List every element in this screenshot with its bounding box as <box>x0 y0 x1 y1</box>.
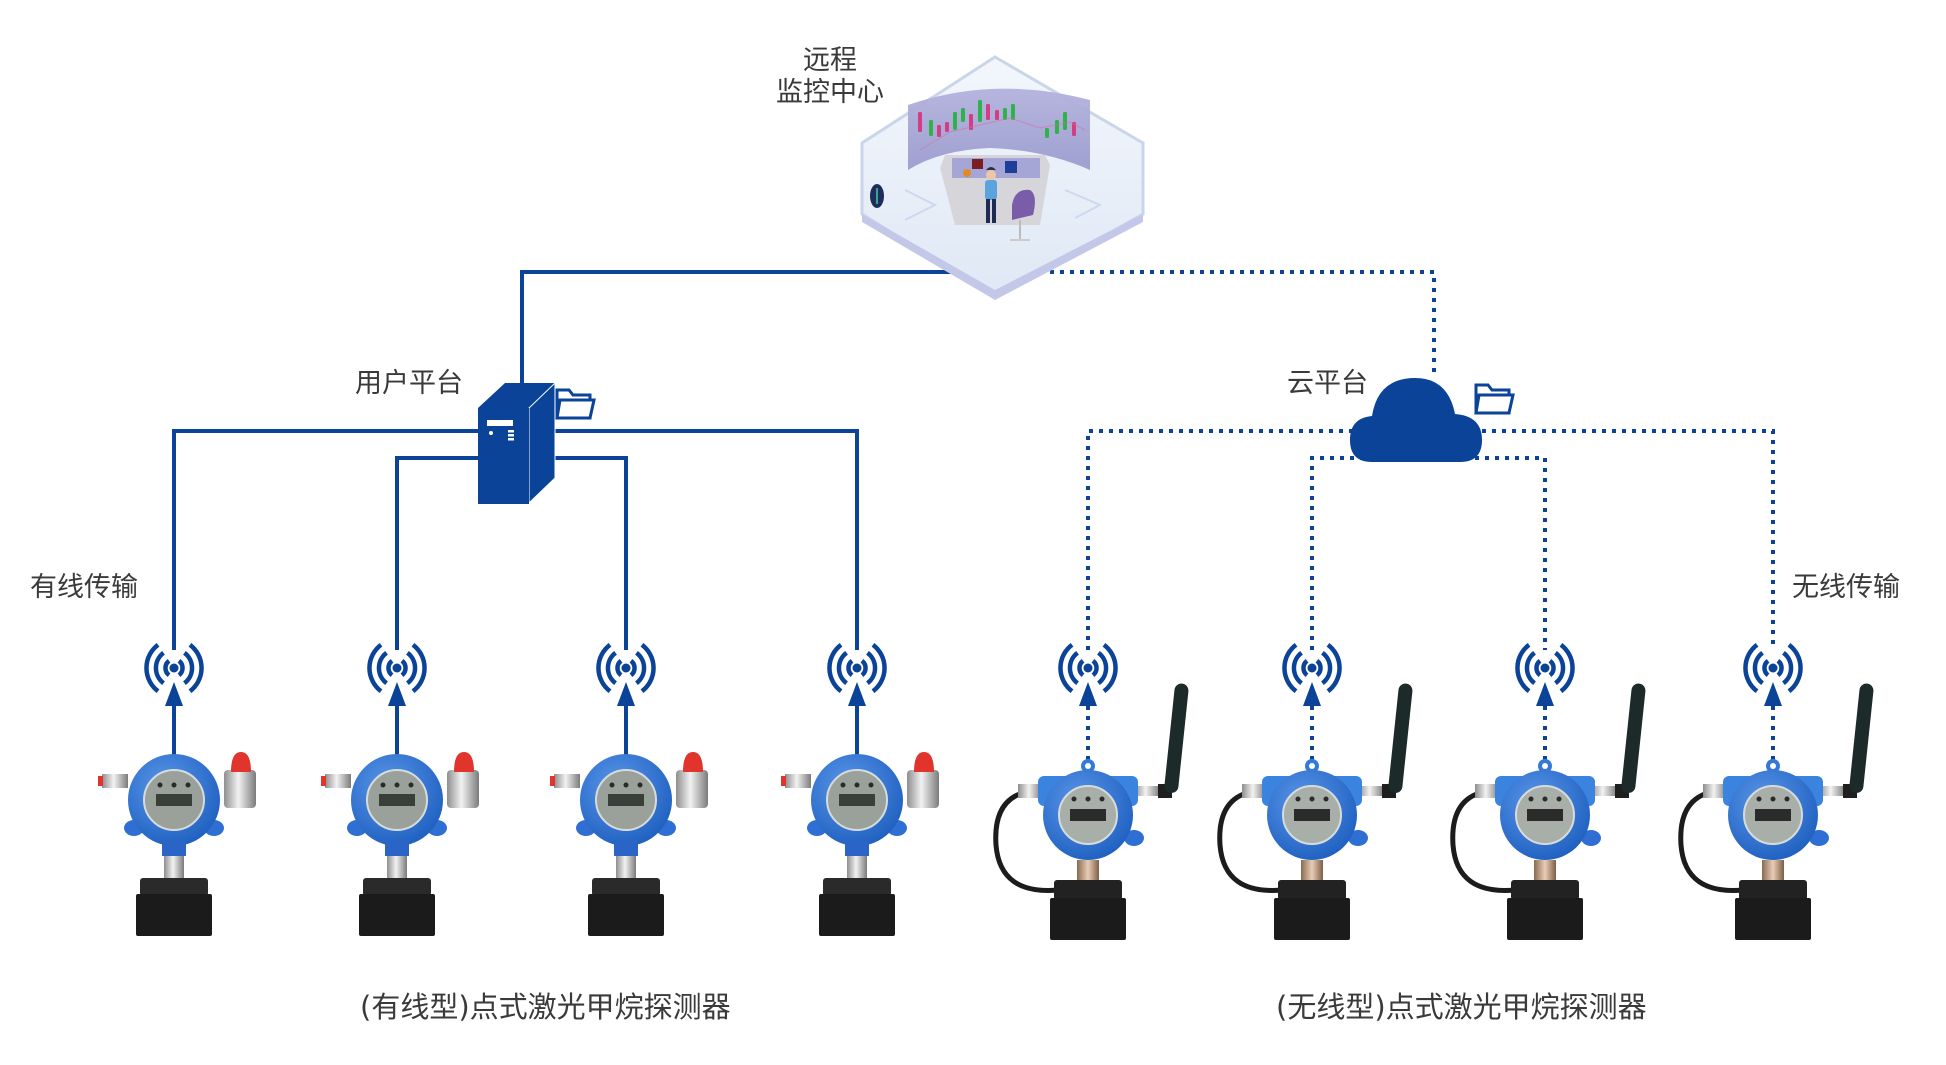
candle-mark <box>953 112 957 130</box>
alarm-lamp-icon <box>676 770 708 808</box>
candle-mark <box>1045 128 1049 138</box>
candle-mark <box>929 120 933 136</box>
wired-detector-column <box>781 643 939 936</box>
alarm-lamp-icon <box>447 770 479 808</box>
candle-mark <box>995 110 999 120</box>
candle-mark <box>918 112 922 132</box>
signal-icon <box>144 643 204 693</box>
user-platform-label: 用户平台 <box>355 368 463 399</box>
cable <box>1678 789 1744 893</box>
signal-icon <box>827 643 887 693</box>
candle-mark <box>945 122 949 132</box>
wireless-detector-image <box>1450 683 1646 940</box>
signal-icon <box>1058 643 1118 693</box>
candle-mark <box>978 100 982 122</box>
arrow-up-icon <box>1079 682 1097 706</box>
signal-icon <box>1743 643 1803 693</box>
wired-detector-image <box>321 752 479 936</box>
candle-mark <box>1063 112 1067 130</box>
link-branch <box>1482 429 1775 650</box>
candle-mark <box>961 108 965 122</box>
cloud-platform-label: 云平台 <box>1287 368 1368 399</box>
wireless-detector-image <box>1217 683 1413 940</box>
wired-group-caption: (有线型)点式激光甲烷探测器 <box>360 990 731 1024</box>
wired-detector-image <box>550 752 708 936</box>
monitor-center-label: 远程 监控中心 <box>770 45 890 109</box>
antenna-icon <box>1164 683 1189 794</box>
link-branch <box>395 456 478 650</box>
link-branch <box>1310 456 1362 650</box>
link-branch <box>172 429 478 650</box>
candle-mark <box>1055 120 1059 134</box>
cloud-icon <box>1350 378 1482 462</box>
link-monitor-to-cloud-platform <box>1050 270 1436 376</box>
candle-mark <box>1011 104 1015 120</box>
signal-icon <box>1515 643 1575 693</box>
signal-icon <box>367 643 427 693</box>
arrow-up-icon <box>1536 682 1554 706</box>
candle-mark <box>1003 108 1007 120</box>
cable <box>1450 789 1516 893</box>
arrow-up-icon <box>617 682 635 706</box>
alarm-lamp-icon <box>907 770 939 808</box>
candle-mark <box>1072 122 1076 136</box>
antenna-icon <box>1849 683 1874 794</box>
candle-mark <box>986 104 990 120</box>
arrow-up-icon <box>1303 682 1321 706</box>
monitor-center-label-line2: 监控中心 <box>776 77 884 108</box>
alarm-lamp-icon <box>224 770 256 808</box>
link-monitor-to-user-platform <box>520 270 960 383</box>
wired-detector-column <box>550 643 708 936</box>
folder-icon <box>555 388 596 420</box>
link-branch <box>555 429 859 650</box>
cable <box>993 789 1059 893</box>
wired-detector-image <box>781 752 939 936</box>
arrow-up-icon <box>848 682 866 706</box>
arrow-up-icon <box>1764 682 1782 706</box>
wired-detector-column <box>321 643 479 936</box>
wired-transmission-label: 有线传输 <box>30 572 138 603</box>
monitor-center-label-line1: 远程 <box>803 45 857 76</box>
link-branch <box>1086 429 1352 650</box>
wired-detector-image <box>98 752 256 936</box>
wireless-detector-image <box>1678 683 1874 940</box>
links-layer <box>172 270 1775 650</box>
wireless-detector-column <box>1450 643 1646 940</box>
link-branch <box>1475 456 1547 650</box>
detector-columns <box>98 643 1874 940</box>
server-icon <box>478 381 556 505</box>
wireless-detector-image <box>993 683 1189 940</box>
wireless-detector-column <box>1217 643 1413 940</box>
signal-icon <box>1282 643 1342 693</box>
candle-mark <box>969 114 973 130</box>
candle-mark <box>937 125 941 137</box>
wireless-detector-column <box>1678 643 1874 940</box>
antenna-icon <box>1388 683 1413 794</box>
folder-icon <box>1474 383 1515 415</box>
screen-chart <box>918 100 1076 138</box>
cable <box>1217 789 1283 893</box>
link-branch <box>529 456 628 650</box>
wired-detector-column <box>98 643 256 936</box>
wireless-detector-column <box>993 643 1189 940</box>
antenna-icon <box>1621 683 1646 794</box>
wireless-group-caption: (无线型)点式激光甲烷探测器 <box>1276 990 1647 1024</box>
control-room-icon <box>860 55 1145 300</box>
signal-icon <box>596 643 656 693</box>
arrow-up-icon <box>165 682 183 706</box>
wireless-transmission-label: 无线传输 <box>1792 572 1900 603</box>
arrow-up-icon <box>388 682 406 706</box>
